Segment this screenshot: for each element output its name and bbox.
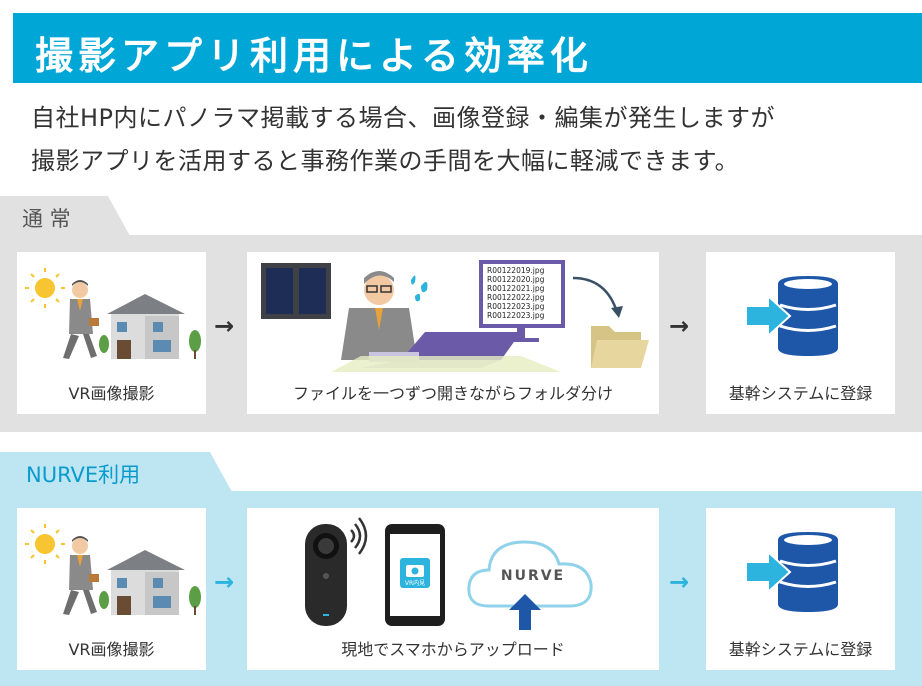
curved-arrow-icon	[572, 276, 623, 318]
house-icon	[107, 294, 185, 359]
normal-step-1-label: VR画像撮影	[68, 384, 155, 403]
description-line-2: 撮影アプリを活用すると事務作業の手間を大幅に軽減できます。	[31, 147, 740, 175]
nurve-step-3-card: 基幹システムに登録	[706, 508, 895, 670]
normal-arrow-2: →	[669, 312, 690, 340]
normal-step-2-card: R00122019.jpg R00122020.jpg R00122021.jp…	[247, 252, 659, 414]
folder-icon	[591, 326, 649, 368]
wifi-signal-icon	[350, 517, 368, 555]
file-name-3: R00122021.jpg	[487, 284, 545, 293]
normal-step-1-card: VR画像撮影	[17, 252, 206, 414]
businessman-walking	[63, 536, 99, 615]
nurve-logo: NURVE	[501, 568, 565, 584]
file-name-6: R00122023.jpg	[487, 311, 545, 320]
nurve-step-1-label: VR画像撮影	[68, 640, 155, 659]
nurve-arrow-2: →	[669, 568, 690, 596]
description-line-1: 自社HP内にパノラマ掲載する場合、画像登録・編集が発生しますが	[31, 104, 776, 132]
file-name-2: R00122020.jpg	[487, 275, 545, 284]
title-banner: 撮影アプリ利用による効率化	[13, 13, 922, 83]
normal-step-3-card: 基幹システムに登録	[706, 252, 895, 414]
tree-icon	[99, 586, 201, 615]
nurve-step-2-label: 現地でスマホからアップロード	[341, 640, 565, 659]
camera-phone-cloud-illustration: VR内見 NURVE	[305, 517, 593, 630]
normal-tab-label: 通 常	[22, 207, 71, 231]
file-name-1: R00122019.jpg	[487, 266, 545, 275]
database-icon	[745, 532, 838, 612]
nurve-step-1-card: VR画像撮影	[17, 508, 206, 670]
database-icon	[745, 276, 838, 356]
night-window-icon	[261, 263, 331, 319]
businessman-walking	[63, 280, 99, 359]
nurve-tab-label: NURVE利用	[26, 463, 141, 487]
file-list-monitor: R00122019.jpg R00122020.jpg R00122021.jp…	[479, 260, 565, 342]
cloud-upload-icon: NURVE	[467, 540, 593, 630]
normal-section-tab	[0, 196, 130, 236]
nurve-step-2-card: VR内見 NURVE 現地でスマホからアップロード	[247, 508, 659, 670]
nurve-step-3-label: 基幹システムに登録	[728, 640, 873, 659]
360-camera-icon	[305, 524, 347, 626]
worried-worker-figure	[341, 271, 428, 360]
smartphone-icon: VR内見	[385, 524, 445, 626]
photographer-illustration	[25, 524, 201, 615]
page-title: 撮影アプリ利用による効率化	[35, 34, 593, 78]
office-worker-illustration: R00122019.jpg R00122020.jpg R00122021.jp…	[261, 260, 649, 372]
nurve-section-tab	[0, 452, 232, 492]
nurve-arrow-1: →	[214, 568, 235, 596]
normal-arrow-1: →	[214, 312, 235, 340]
house-icon	[107, 550, 185, 615]
photographer-illustration	[25, 268, 201, 359]
file-name-4: R00122022.jpg	[487, 293, 545, 302]
sun-icon	[25, 524, 65, 564]
normal-step-3-label: 基幹システムに登録	[728, 384, 873, 403]
file-name-5: R00122023.jpg	[487, 302, 545, 311]
app-icon-label: VR内見	[405, 579, 425, 587]
normal-step-2-label: ファイルを一つずつ開きながらフォルダ分け	[292, 384, 613, 403]
sun-icon	[25, 268, 65, 308]
tree-icon	[99, 330, 201, 359]
